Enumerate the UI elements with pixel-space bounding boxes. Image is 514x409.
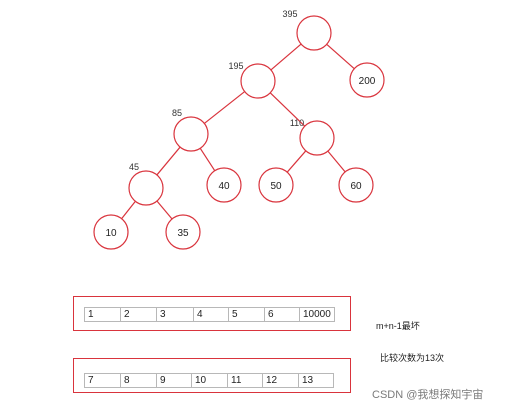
tree-edge-n85-n45 — [156, 146, 181, 176]
array-cell: 11 — [228, 374, 263, 387]
array-row-1: 1 2 3 4 5 6 10000 — [84, 307, 335, 322]
array-row-2: 7 8 9 10 11 12 13 — [84, 373, 334, 388]
tree-node-root — [296, 15, 332, 51]
tree-node-n85 — [173, 116, 209, 152]
note-comparisons: 比较次数为13次 — [380, 353, 445, 363]
tree-node-value-label: 50 — [270, 181, 282, 192]
tree-edge-n45-n35 — [156, 200, 173, 220]
tree-node-n45 — [128, 170, 164, 206]
tree-node-weight-label: 195 — [228, 61, 243, 71]
tree-edge-n110-n60 — [327, 150, 346, 173]
array-cell: 7 — [85, 374, 121, 387]
tree-edge-root-n200 — [326, 43, 355, 70]
array-cell: 13 — [302, 375, 314, 386]
tree-node-n195 — [240, 63, 276, 99]
tree-node-value-label: 40 — [218, 181, 230, 192]
note-worst-case: m+n-1最坏 — [376, 321, 420, 331]
tree-node-value-label: 200 — [359, 76, 376, 87]
tree-node-n50 — [258, 167, 294, 203]
array-cell: 5 — [229, 308, 265, 321]
tree-edge-n195-n85 — [203, 91, 246, 124]
tree-node-n60 — [338, 167, 374, 203]
array-cell: 3 — [157, 308, 194, 321]
tree-edge-n85-n40 — [199, 147, 216, 172]
tree-node-n35 — [165, 214, 201, 250]
tree-node-value-label: 35 — [177, 228, 189, 239]
tree-edge-root-n195 — [270, 43, 302, 71]
tree-node-weight-label: 45 — [129, 162, 139, 172]
array-cell: 4 — [194, 308, 229, 321]
array-box-2: 7 8 9 10 11 12 13 — [73, 358, 351, 393]
tree-edge-n110-n50 — [286, 150, 307, 173]
array-cell: 1 — [85, 308, 121, 321]
tree-node-n200 — [349, 62, 385, 98]
array-cell: 10000 — [303, 309, 331, 320]
tree-edge-n45-n10 — [121, 200, 136, 220]
array-cell: 9 — [157, 374, 192, 387]
tree-node-weight-label: 110 — [290, 118, 304, 128]
array-cell: 10 — [192, 374, 228, 387]
tree-node-value-label: 60 — [350, 181, 362, 192]
tree-node-value-label: 10 — [105, 228, 117, 239]
tree-node-weight-label: 395 — [282, 9, 297, 19]
array-cell: 6 — [265, 308, 300, 321]
tree-node-n10 — [93, 214, 129, 250]
huffman-tree-diagram: 395 195 200 85 110 45 40 50 60 10 35 — [93, 9, 385, 250]
watermark: CSDN @我想探知宇宙 — [372, 389, 484, 401]
array-box-1: 1 2 3 4 5 6 10000 — [73, 296, 351, 331]
array-cell: 2 — [121, 308, 157, 321]
tree-node-n40 — [206, 167, 242, 203]
tree-node-n110 — [299, 120, 335, 156]
tree-edge-n195-n110 — [269, 92, 306, 127]
array-cell: 12 — [263, 374, 299, 387]
tree-node-weight-label: 85 — [172, 108, 182, 118]
array-cell: 8 — [121, 374, 157, 387]
